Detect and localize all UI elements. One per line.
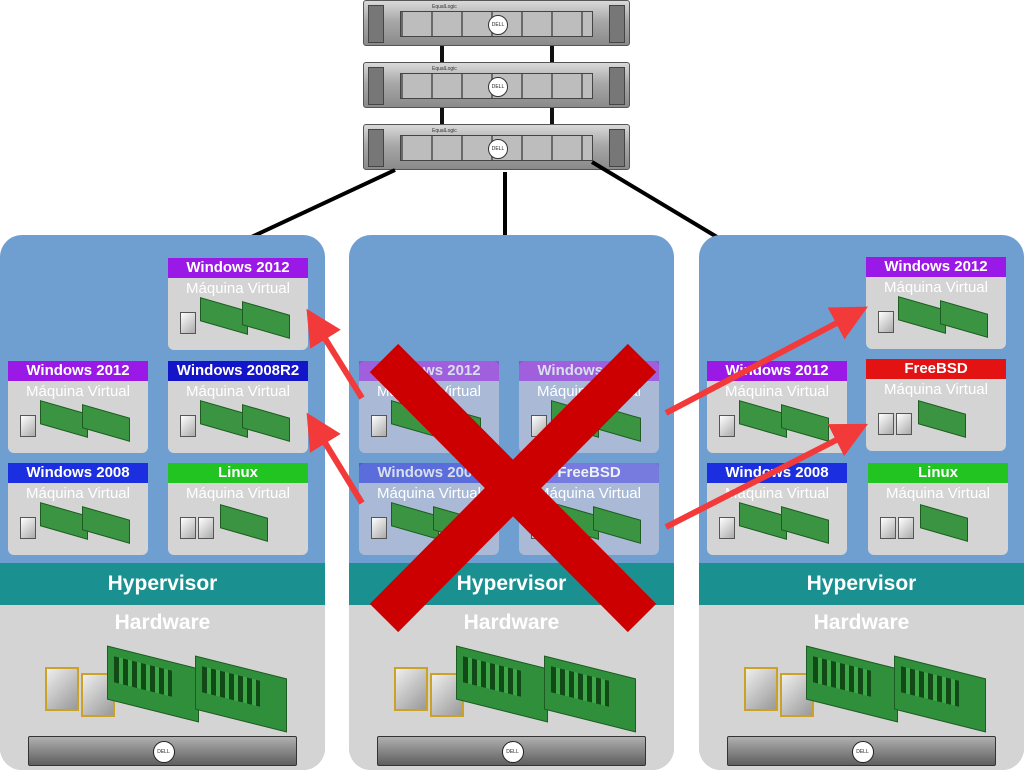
server-chassis: DELL xyxy=(377,736,646,766)
server-chassis: DELL xyxy=(727,736,996,766)
storage-cable xyxy=(440,108,444,124)
vm-box: FreeBSD Máquina Virtual xyxy=(866,359,1006,451)
hypervisor-label: Hypervisor xyxy=(0,563,325,605)
migration-arrow xyxy=(664,306,868,416)
storage-cable xyxy=(550,108,554,124)
hypervisor-label: Hypervisor xyxy=(699,563,1024,605)
vm-box: Windows 2012 Máquina Virtual xyxy=(866,257,1006,349)
cable-host-3 xyxy=(590,160,724,242)
hardware-area: Hardware DELL xyxy=(0,605,325,770)
migration-arrow xyxy=(306,412,365,505)
hardware-area: Hardware DELL xyxy=(699,605,1024,770)
vm-box: Windows 2012 Máquina Virtual xyxy=(168,258,308,350)
vm-os-label: Windows 2008R2 xyxy=(168,361,308,381)
vm-label: Máquina Virtual xyxy=(26,485,130,502)
vm-os-label: Windows 2008 xyxy=(8,463,148,483)
vm-box: Linux Máquina Virtual xyxy=(168,463,308,555)
host-1: Windows 2012 Máquina Virtual Windows 201… xyxy=(0,235,325,770)
storage-cable xyxy=(550,46,554,62)
vm-os-label: Windows 2012 xyxy=(168,258,308,278)
vm-os-label: Windows 2012 xyxy=(8,361,148,381)
vm-label: Máquina Virtual xyxy=(725,485,829,502)
vm-label: Máquina Virtual xyxy=(377,485,481,502)
vm-os-label: Windows 2008 xyxy=(359,463,499,483)
vm-os-label: Windows 2012 xyxy=(866,257,1006,277)
hardware-area: Hardware DELL xyxy=(349,605,674,770)
hardware-label: Hardware xyxy=(114,611,211,634)
vm-label: Máquina Virtual xyxy=(186,280,290,297)
dell-logo-icon: DELL xyxy=(851,741,874,763)
hardware-components-icon xyxy=(744,645,986,742)
vm-label: Máquina Virtual xyxy=(884,279,988,296)
storage-cable xyxy=(440,46,444,62)
storage-unit-1: EqualLogic DELL xyxy=(363,0,630,46)
migration-arrow xyxy=(306,308,365,400)
vm-label: Máquina Virtual xyxy=(186,383,290,400)
vm-label: Máquina Virtual xyxy=(537,485,641,502)
vm-box: Windows 2008 Máquina Virtual xyxy=(8,463,148,555)
dell-logo-icon: DELL xyxy=(488,77,508,97)
hardware-label: Hardware xyxy=(463,611,560,634)
hardware-components-icon xyxy=(394,645,636,742)
vm-box: Windows 2012 Máquina Virtual xyxy=(8,361,148,453)
vm-box: Windows 2008R2 Máquina Virtual xyxy=(168,361,308,453)
storage-unit-2: EqualLogic DELL xyxy=(363,62,630,108)
vm-label: Máquina Virtual xyxy=(26,383,130,400)
vm-label: Máquina Virtual xyxy=(884,381,988,398)
vm-label: Máquina Virtual xyxy=(186,485,290,502)
failure-cross-icon xyxy=(369,343,657,633)
vm-os-label: FreeBSD xyxy=(866,359,1006,379)
storage-brand: EqualLogic xyxy=(432,128,457,134)
vm-label: Máquina Virtual xyxy=(886,485,990,502)
cable-host-1 xyxy=(244,168,396,242)
storage-brand: EqualLogic xyxy=(432,4,457,10)
dell-logo-icon: DELL xyxy=(152,741,175,763)
dell-logo-icon: DELL xyxy=(488,139,508,159)
storage-brand: EqualLogic xyxy=(432,66,457,72)
hardware-components-icon xyxy=(45,645,287,742)
migration-arrow xyxy=(664,423,869,530)
dell-logo-icon: DELL xyxy=(488,15,508,35)
storage-unit-3: EqualLogic DELL xyxy=(363,124,630,170)
server-chassis: DELL xyxy=(28,736,297,766)
vm-os-label: Linux xyxy=(868,463,1008,483)
vm-label: Máquina Virtual xyxy=(725,383,829,400)
vm-os-label: Linux xyxy=(168,463,308,483)
vm-box: Linux Máquina Virtual xyxy=(868,463,1008,555)
hardware-label: Hardware xyxy=(813,611,910,634)
dell-logo-icon: DELL xyxy=(501,741,524,763)
